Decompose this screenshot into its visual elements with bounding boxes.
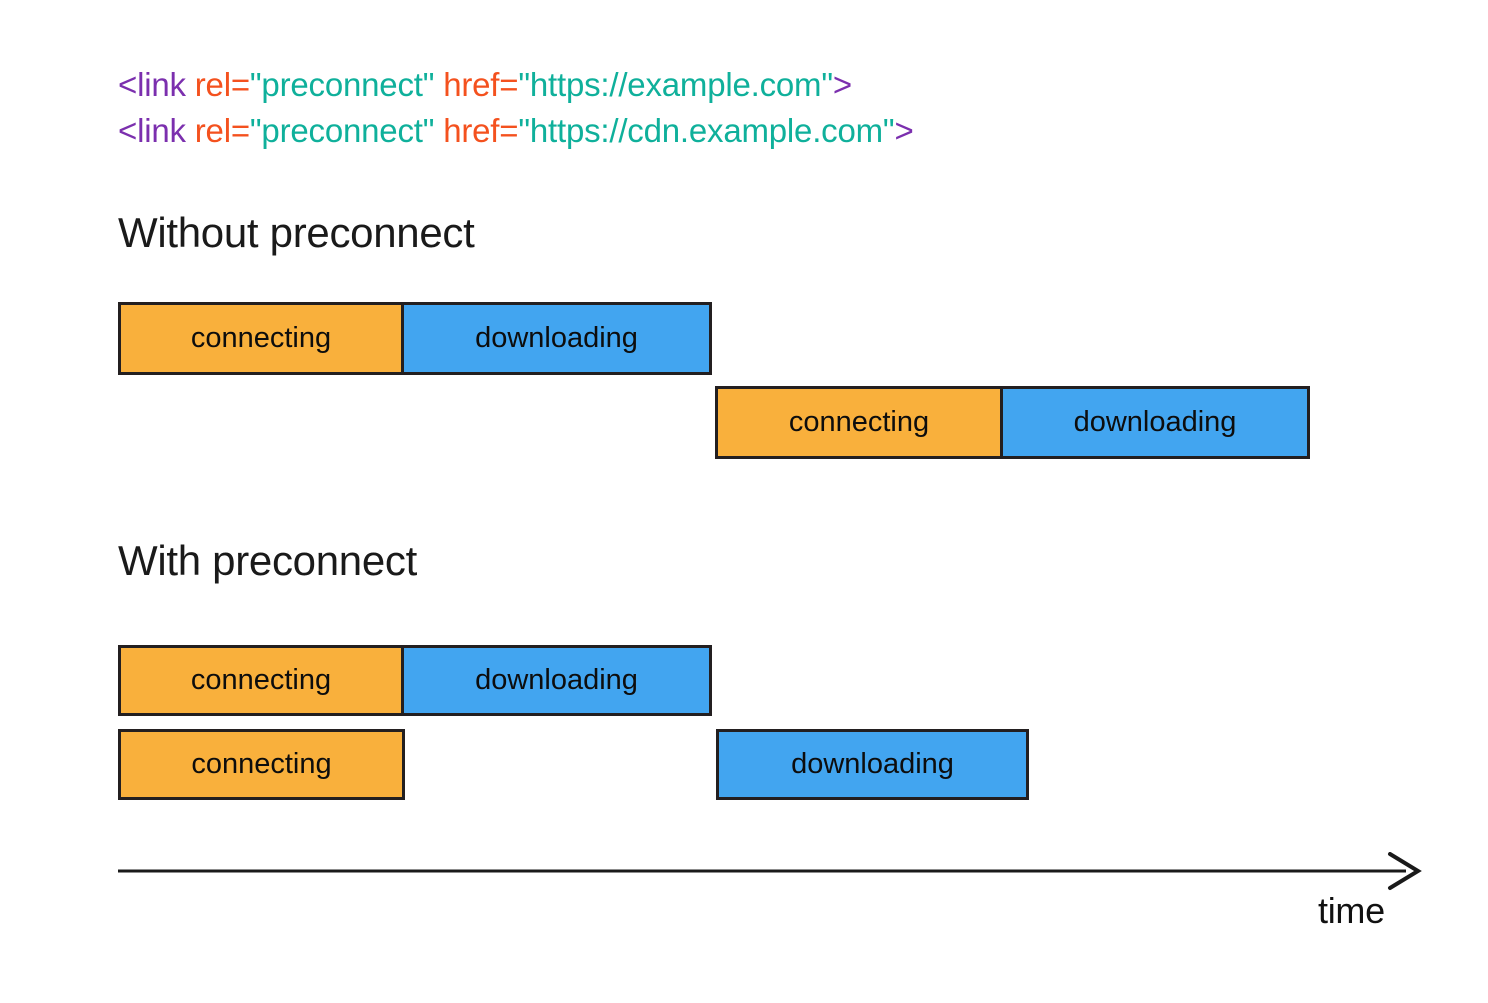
bar-segment-downloading: downloading xyxy=(401,302,712,375)
bar-segment-downloading: downloading xyxy=(716,729,1029,800)
code-snippet: <link rel="preconnect" href="https://exa… xyxy=(118,62,914,154)
bar-segment-downloading: downloading xyxy=(401,645,712,716)
bar-segment-connecting: connecting xyxy=(715,386,1003,459)
code-attr-href: href= xyxy=(434,112,519,149)
code-value-rel: "preconnect" xyxy=(249,112,435,149)
bar-segment-connecting: connecting xyxy=(118,302,404,375)
time-axis-label: time xyxy=(1318,890,1385,931)
code-tag-open: <link xyxy=(118,66,186,103)
bar-segment-label: connecting xyxy=(788,406,930,438)
code-attr-rel: rel= xyxy=(185,66,250,103)
code-attr-rel: rel= xyxy=(185,112,250,149)
bar-segment-label: downloading xyxy=(475,664,638,696)
bar-segment-label: connecting xyxy=(190,664,332,696)
code-tag-close: > xyxy=(894,112,914,149)
bar-segment-connecting: connecting xyxy=(118,729,405,800)
code-tag-close: > xyxy=(832,66,852,103)
code-line-1: <link rel="preconnect" href="https://exa… xyxy=(118,62,914,108)
code-line-2: <link rel="preconnect" href="https://cdn… xyxy=(118,108,914,154)
code-value-href: "https://example.com" xyxy=(518,66,833,103)
section-heading-without-preconnect: Without preconnect xyxy=(118,209,475,256)
bar-segment-connecting: connecting xyxy=(118,645,404,716)
section-heading-with-preconnect: With preconnect xyxy=(118,537,417,584)
code-value-href: "https://cdn.example.com" xyxy=(518,112,895,149)
bar-segment-downloading: downloading xyxy=(1000,386,1310,459)
code-value-rel: "preconnect" xyxy=(249,66,435,103)
bar-segment-label: downloading xyxy=(1073,406,1237,438)
time-axis xyxy=(118,852,1423,892)
code-tag-open: <link xyxy=(118,112,186,149)
bar-segment-label: connecting xyxy=(191,748,332,780)
bar-segment-label: downloading xyxy=(475,322,638,354)
bar-segment-label: downloading xyxy=(791,748,954,780)
code-attr-href: href= xyxy=(434,66,519,103)
bar-segment-label: connecting xyxy=(190,322,332,354)
